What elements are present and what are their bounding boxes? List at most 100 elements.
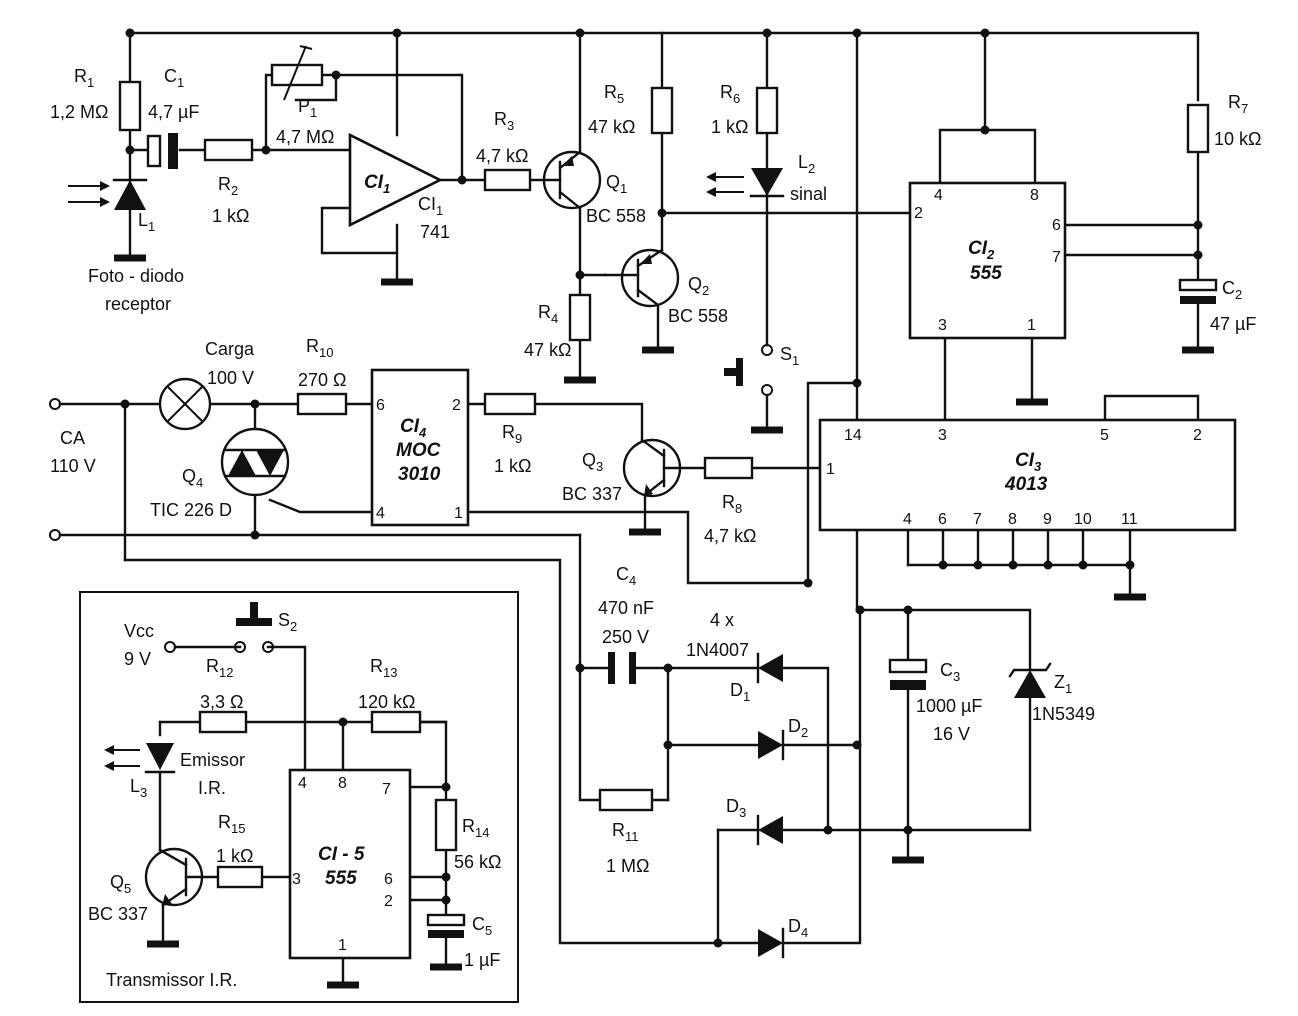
q5-ref: Q5	[110, 872, 131, 896]
d4-ref: D4	[788, 916, 808, 940]
diode-d4: D4	[758, 916, 808, 959]
c4-ref: C4	[616, 564, 636, 588]
ac-value: 110 V	[50, 456, 96, 476]
ci5-pin: 3	[292, 871, 301, 888]
transmitter-label: Transmissor I.R.	[106, 970, 237, 990]
ci3-pin: 1	[826, 461, 835, 478]
s2-ref: S2	[278, 610, 297, 634]
led-l2: L2 sinal	[706, 152, 827, 204]
q4-value: TIC 226 D	[150, 500, 232, 520]
r2-value: 1 kΩ	[212, 206, 249, 226]
ci5-pin: 8	[338, 775, 347, 792]
r10-ref: R10	[306, 336, 333, 360]
r2-ref: R2	[218, 174, 238, 198]
resistor-r12: R12 3,3 Ω	[198, 656, 248, 734]
ci2-pin: 3	[938, 317, 947, 334]
resistor-r10: R10 270 Ω	[296, 336, 348, 416]
ci5-pin: 7	[382, 781, 391, 798]
r14-ref: R14	[462, 816, 489, 840]
q3-ref: Q3	[582, 450, 603, 474]
r4-value: 47 kΩ	[524, 340, 571, 360]
r3-value: 4,7 kΩ	[476, 146, 528, 166]
c3-value: 1000 µF	[916, 696, 982, 716]
ci2-pin: 8	[1030, 187, 1039, 204]
diode-d1: D1	[730, 652, 783, 704]
ci3-pin: 8	[1008, 511, 1017, 528]
diode-part: 1N4007	[686, 640, 749, 660]
q2-ref: Q2	[688, 274, 709, 298]
r4-ref: R4	[538, 302, 558, 326]
ac-terminals: CA 110 V	[49, 398, 96, 541]
diode-bridge: 4 x 1N4007 D1 D2 D3 D4	[686, 610, 808, 959]
r6-ref: R6	[720, 82, 740, 106]
capacitor-c5: C5 1 µF	[426, 913, 500, 970]
r7-ref: R7	[1228, 92, 1248, 116]
q2-value: BC 558	[668, 306, 728, 326]
r1-value: 1,2 MΩ	[50, 102, 108, 122]
resistor-r1: R1 1,2 MΩ	[50, 66, 142, 132]
c2-ref: C2	[1222, 278, 1242, 302]
capacitor-c1: C1 4,7 µF	[146, 66, 199, 169]
transistor-q5: Q5 BC 337	[88, 847, 204, 924]
transistor-q2: Q2 BC 558	[603, 248, 728, 326]
z1-value: 1N5349	[1032, 704, 1095, 724]
c3-value2: 16 V	[933, 724, 970, 744]
ci4-pin: 6	[376, 397, 385, 414]
l2-value: sinal	[790, 184, 827, 204]
ic-ci3-4013: CI3 4013 14 3 5 2 1 4 6 7 8 9 10 11	[818, 418, 1237, 532]
ci3-pin: 2	[1193, 427, 1202, 444]
light-arrows-icon	[68, 181, 110, 207]
r7-value: 10 kΩ	[1214, 129, 1261, 149]
ic-ci2-555: CI2 555 4 8 2 6 7 3 1	[908, 181, 1067, 340]
r13-ref: R13	[370, 656, 397, 680]
ci2-name: CI2	[968, 238, 995, 262]
d1-ref: D1	[730, 680, 750, 704]
vcc-terminal: Vcc 9 V	[124, 621, 176, 669]
opamp-ci1: CI1 CI1 741	[348, 132, 450, 242]
ir-led-l3: Emissor I.R. L3	[104, 743, 245, 800]
resistor-r9: R9 1 kΩ	[483, 392, 537, 476]
vcc-value: 9 V	[124, 649, 151, 669]
c4-value2: 250 V	[602, 627, 649, 647]
ic-ci4-moc3010: CI4 MOC 3010 6 2 4 1	[370, 368, 470, 527]
l2-ref: L2	[798, 152, 815, 176]
c4-value: 470 nF	[598, 598, 654, 618]
d3-ref: D3	[726, 796, 746, 820]
l1-desc2: receptor	[105, 294, 171, 314]
ci3-pin: 7	[973, 511, 982, 528]
ci3-pin: 6	[938, 511, 947, 528]
c5-ref: C5	[472, 914, 492, 938]
ci3-pin: 14	[844, 427, 862, 444]
r11-ref: R11	[612, 820, 639, 844]
ci4-pin: 2	[452, 397, 461, 414]
r8-ref: R8	[722, 492, 742, 516]
ac-label: CA	[60, 428, 85, 448]
l3-desc1: Emissor	[180, 750, 245, 770]
ci1-ref: CI1	[418, 194, 443, 218]
resistor-r7: R7 10 kΩ	[1186, 92, 1261, 154]
r5-value: 47 kΩ	[588, 117, 635, 137]
lamp-load: Carga 100 V	[158, 339, 255, 431]
ci4-line2: MOC	[396, 440, 441, 461]
capacitor-c2: C2 47 µF	[1178, 278, 1256, 334]
pushbutton-s1: S1	[724, 344, 799, 396]
r6-value: 1 kΩ	[711, 117, 748, 137]
c2-value: 47 µF	[1210, 314, 1256, 334]
transistor-q3: Q3 BC 337	[562, 438, 682, 504]
ci3-pin: 4	[903, 511, 912, 528]
ci4-name: CI4	[400, 416, 427, 440]
r12-value: 3,3 Ω	[200, 692, 243, 712]
potentiometer-p1: P1 4,7 MΩ	[270, 45, 334, 147]
diode-d2: D2	[758, 716, 808, 761]
c3-ref: C3	[940, 660, 960, 684]
zener-z1: Z1 1N5349	[1008, 662, 1095, 724]
resistor-r14: R14 56 kΩ	[434, 798, 501, 872]
pushbutton-s2: S2	[234, 602, 297, 653]
resistor-r4: R4 47 kΩ	[524, 293, 592, 360]
ci3-value: 4013	[1004, 474, 1048, 495]
r3-ref: R3	[494, 109, 514, 133]
light-arrows-icon	[104, 745, 140, 771]
ci1-value: 741	[420, 222, 450, 242]
l1-ref: L1	[138, 210, 155, 234]
ci5-pin: 1	[338, 937, 347, 954]
